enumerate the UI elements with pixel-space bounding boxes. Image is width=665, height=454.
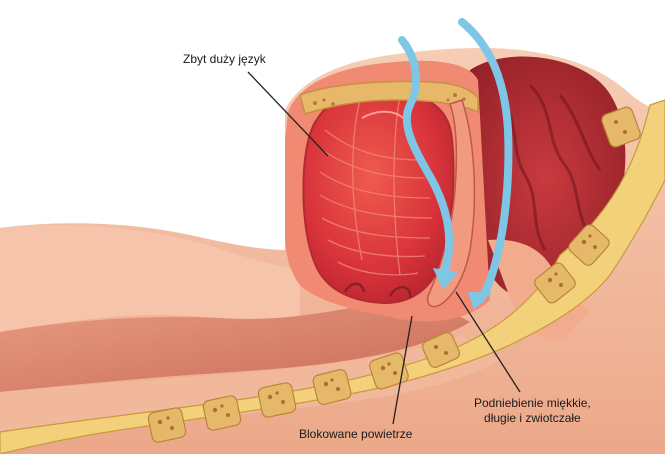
label-soft-palate-line1: Podniebienie miękkie, bbox=[474, 396, 591, 411]
label-large-tongue: Zbyt duży język bbox=[183, 52, 266, 67]
label-blocked-air: Blokowane powietrze bbox=[299, 427, 412, 442]
label-soft-palate-line2: długie i zwiotczałe bbox=[474, 411, 591, 426]
label-soft-palate: Podniebienie miękkie, długie i zwiotczał… bbox=[474, 396, 591, 426]
tongue bbox=[303, 92, 453, 303]
